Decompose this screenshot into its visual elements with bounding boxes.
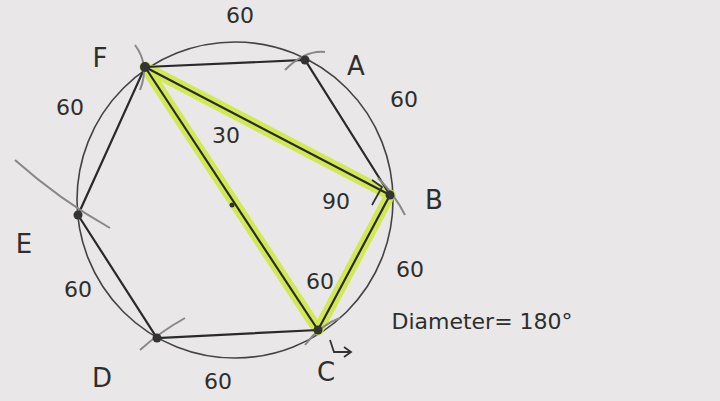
angle-label: 60 <box>390 89 418 111</box>
angle-label: Diameter= 180° <box>391 311 572 333</box>
angle-label: 30 <box>212 125 240 147</box>
angle-label: 60 <box>56 97 84 119</box>
angle-label: 60 <box>306 271 334 293</box>
vertex-letter: E <box>16 231 32 257</box>
vertex-letter: B <box>425 187 443 213</box>
vertex-letter: F <box>93 45 108 71</box>
angle-label: 90 <box>322 191 350 213</box>
angle-label: 60 <box>396 259 424 281</box>
vertex-letter: D <box>92 365 112 391</box>
angle-label: 60 <box>64 279 92 301</box>
angle-label: 60 <box>226 5 254 27</box>
angle-label: 60 <box>204 371 232 393</box>
vertex-letter: A <box>347 53 365 79</box>
vertex-letter: C <box>317 359 335 385</box>
